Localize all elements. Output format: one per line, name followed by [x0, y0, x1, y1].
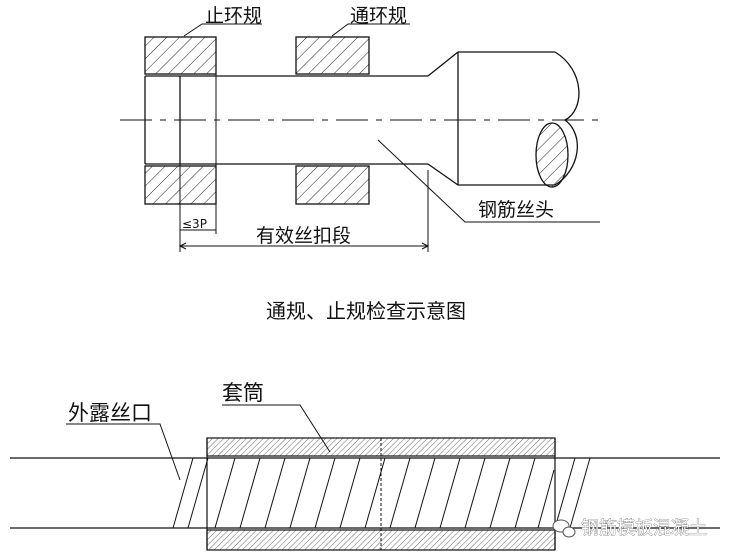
wechat-icon — [552, 519, 576, 538]
effective-thread-label: 有效丝扣段 — [256, 225, 351, 247]
watermark: 钢筋模板混凝土 — [552, 518, 707, 539]
sleeve — [206, 437, 556, 551]
dimension-lines — [178, 164, 430, 252]
rebar-cross-section — [535, 122, 569, 188]
exposed-thread-label: 外露丝口 — [68, 401, 152, 425]
rebar-body — [427, 51, 580, 186]
go-ring-gauge — [295, 36, 370, 205]
top-caption: 通规、止规检查示意图 — [266, 299, 466, 323]
top-diagram: 止环规 通环规 钢筋丝头 ≤3P 有效丝扣段 通规、止规检查示意图 — [120, 5, 606, 323]
stop-ring-label: 止环规 — [205, 5, 262, 27]
exposed-thread-left — [172, 458, 209, 528]
bottom-diagram: 外露丝口 套筒 — [10, 381, 720, 551]
internal-thread — [214, 458, 555, 528]
watermark-text: 钢筋模板混凝土 — [581, 518, 707, 539]
exposed-thread-right — [554, 458, 591, 528]
dimension-3p-label: ≤3P — [182, 217, 207, 231]
go-ring-label: 通环规 — [350, 5, 407, 27]
rebar-head-label: 钢筋丝头 — [478, 199, 554, 221]
bottom-leaders — [66, 404, 331, 481]
stop-ring-gauge — [144, 36, 217, 205]
label-leaders — [183, 23, 600, 223]
sleeve-label: 套筒 — [222, 381, 264, 405]
